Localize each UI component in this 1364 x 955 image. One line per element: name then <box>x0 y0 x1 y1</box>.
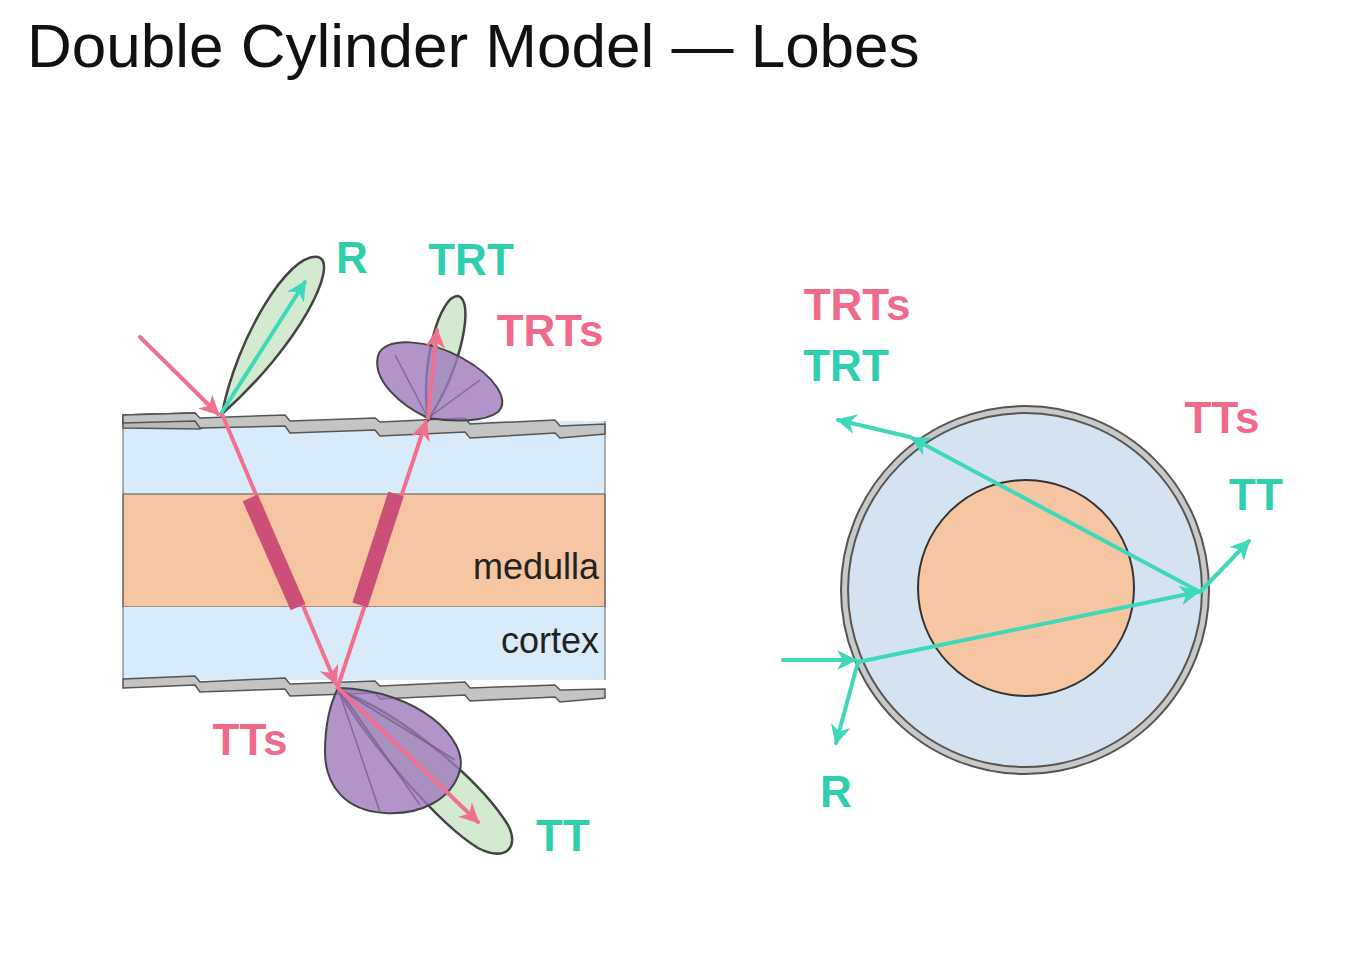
cortex-band <box>123 607 605 680</box>
medulla-band <box>123 494 605 607</box>
light-paths <box>140 282 478 822</box>
r-lobe <box>222 257 324 414</box>
cortex-band: cortex <box>123 607 605 680</box>
lobe-label: TRT <box>428 238 514 282</box>
lobe-label: TTs <box>1185 396 1260 440</box>
lobe-label: TRT <box>803 344 889 388</box>
tts-lobe <box>325 688 461 813</box>
lobe-label: TRTs <box>804 283 911 327</box>
diagram-title: Double Cylinder Model — Lobes <box>27 10 920 81</box>
lobe-label: TT <box>1229 473 1283 517</box>
trts-lobe <box>377 342 502 420</box>
layer-name: cortex <box>501 620 599 662</box>
lobe-label: R <box>820 770 852 814</box>
hair-side-view <box>123 413 605 702</box>
lobe-label: TT <box>536 814 590 858</box>
layer-name: medulla <box>473 546 599 588</box>
scattering-lobes <box>222 257 512 854</box>
hair-cross-section <box>841 406 1209 774</box>
lobe-label: R <box>336 236 368 280</box>
medulla-band: medulla <box>123 494 605 607</box>
lobe-label: TRTs <box>497 309 604 353</box>
cross-section-paths <box>783 420 1249 743</box>
lobe-label: TTs <box>213 718 288 762</box>
